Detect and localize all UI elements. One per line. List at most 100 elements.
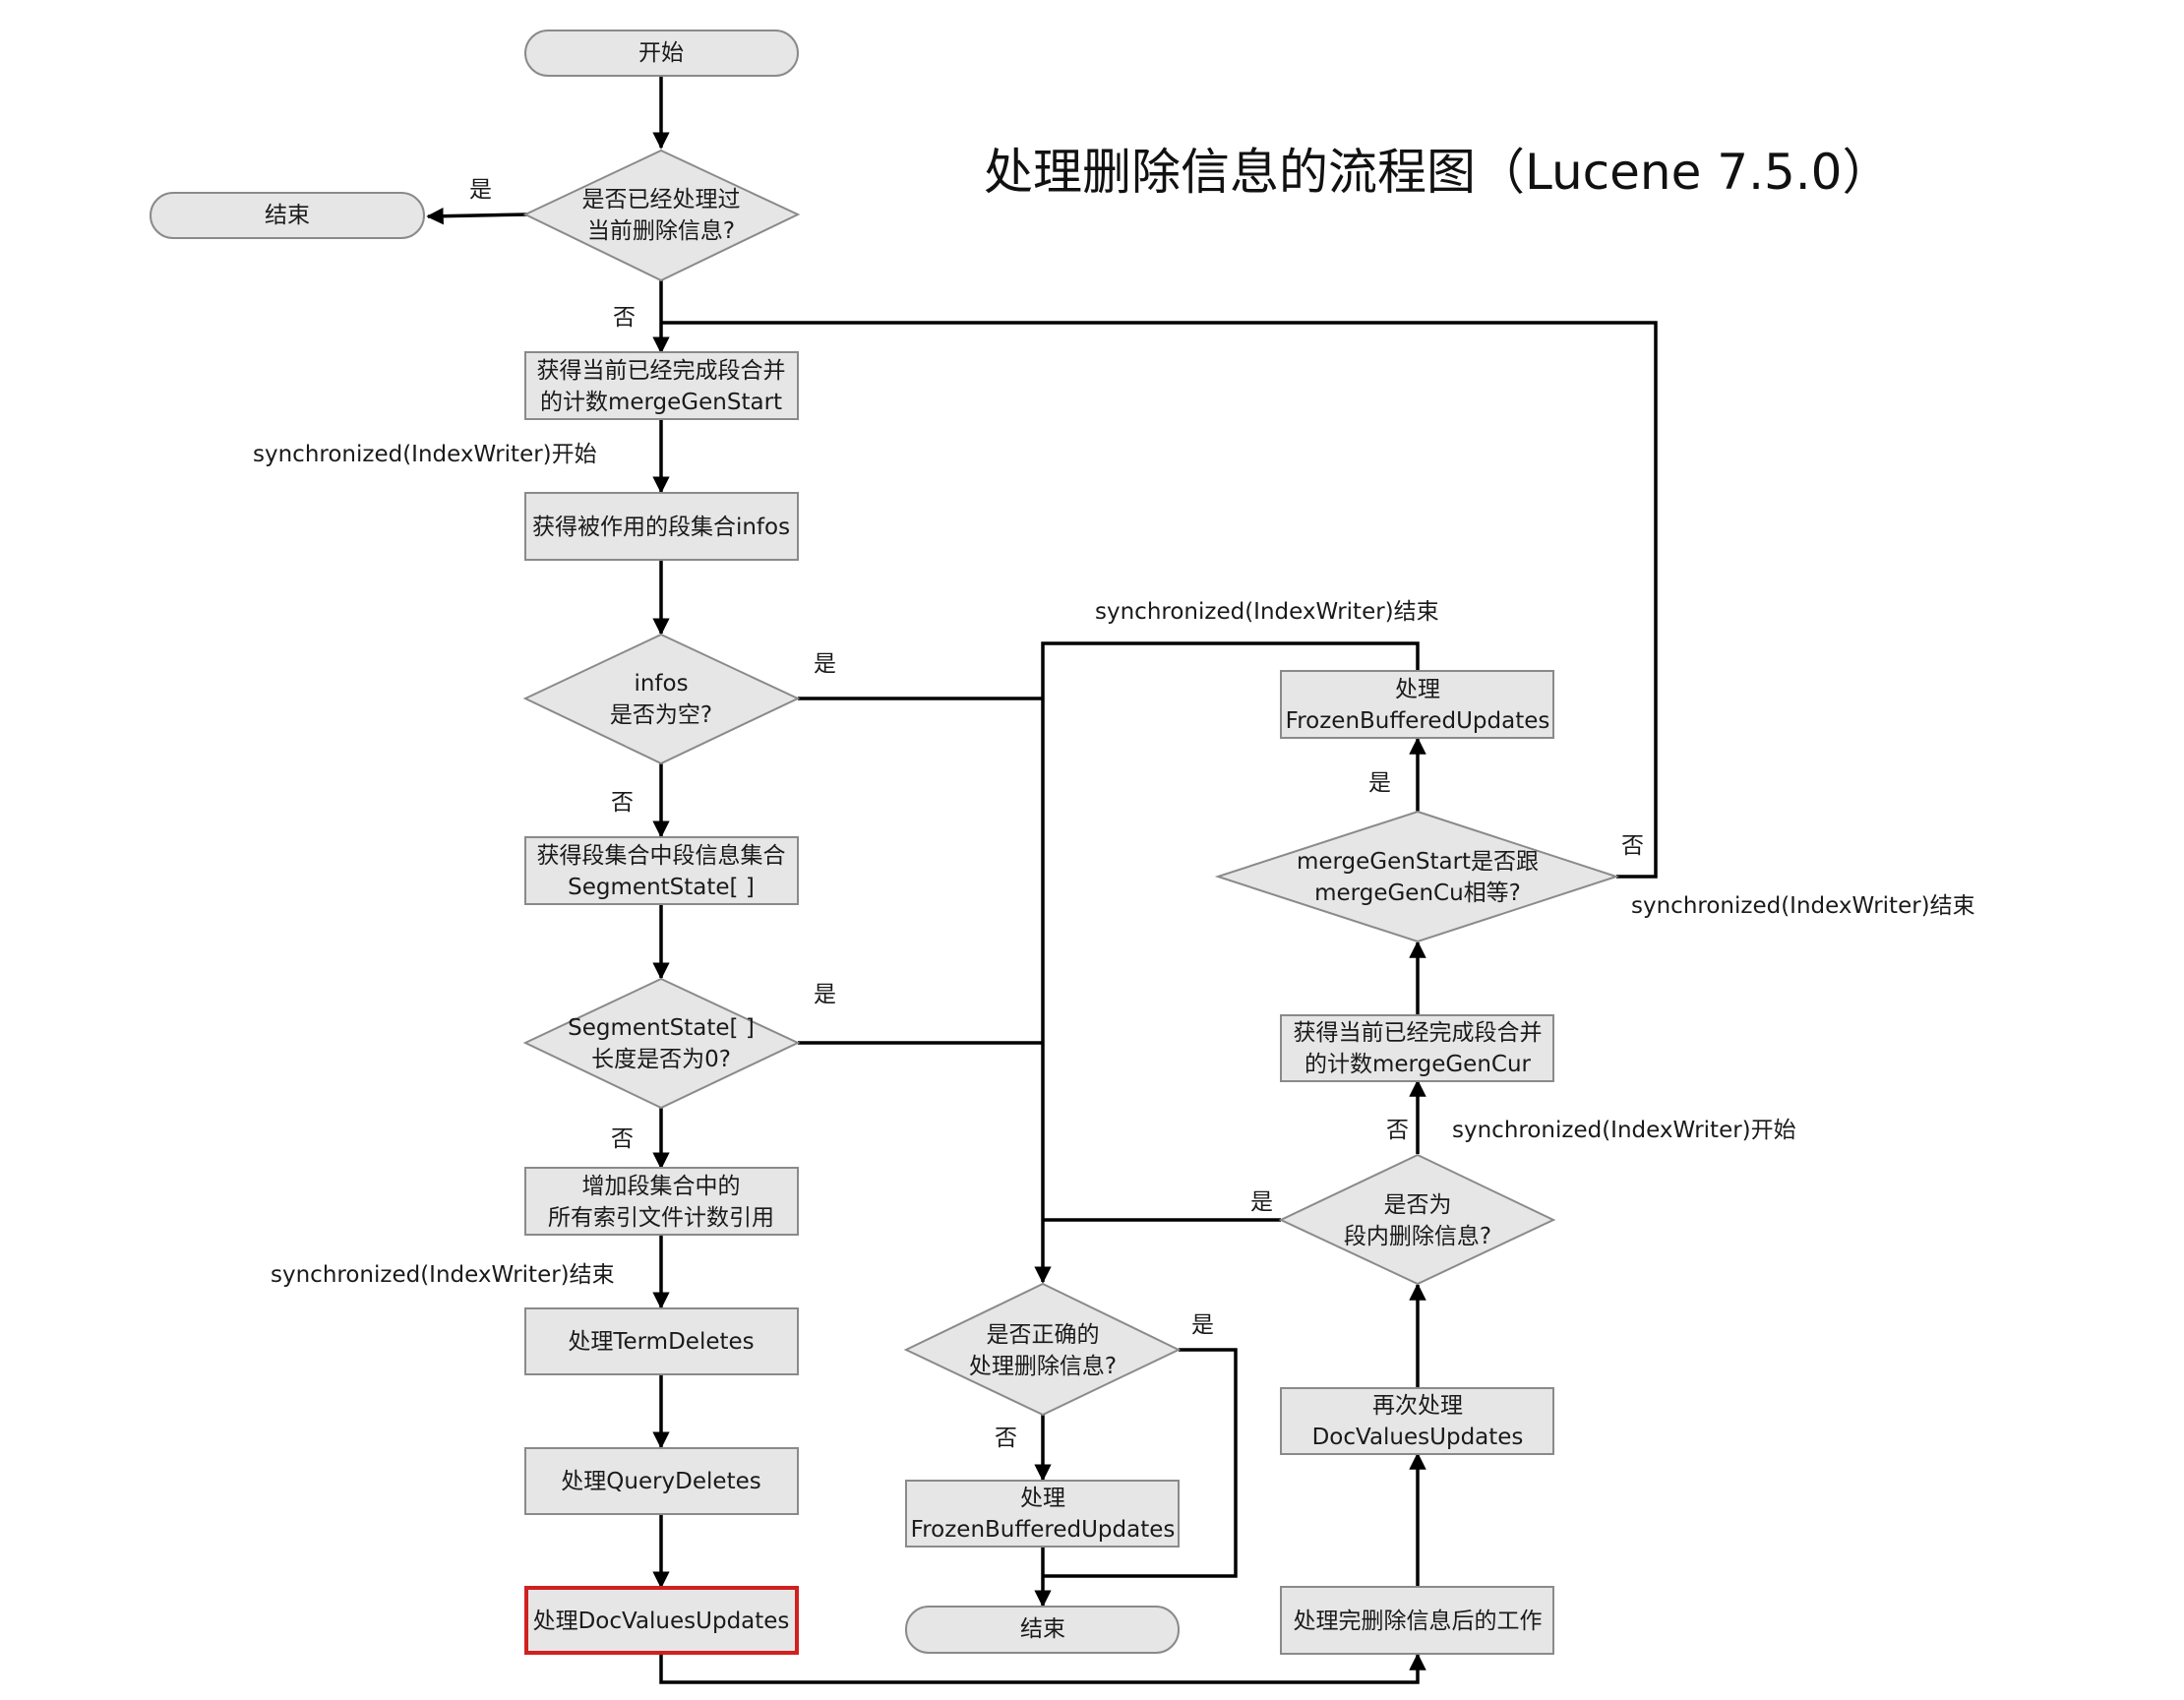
q-merge-equal-line-1: mergeGenStart是否跟: [1297, 849, 1539, 875]
get-segstate-line-1: 获得段集合中段信息集合: [537, 843, 786, 869]
process-term-deletes-label: 处理TermDeletes: [568, 1329, 754, 1355]
process-get-merge-start: [524, 351, 799, 420]
process-term-deletes: [524, 1307, 799, 1375]
process-get-merge-cur-label: 获得当前已经完成段合并的计数mergeGenCur: [1294, 1020, 1543, 1077]
get-infos-line-1: 获得被作用的段集合infos: [532, 515, 790, 540]
frozen-right-line-2: FrozenBufferedUpdates: [1286, 708, 1550, 734]
decision-seg-private-label: 是否为段内删除信息?: [1344, 1192, 1491, 1249]
process-query-deletes-label: 处理QueryDeletes: [561, 1469, 760, 1494]
process-get-merge-cur: [1280, 1014, 1554, 1082]
frozen-mid-line-1: 处理: [1020, 1486, 1065, 1511]
decision-infos-empty-label: infos 是否为空?: [610, 671, 712, 728]
start-line-1: 开始: [638, 40, 684, 66]
query-deletes-line-1: 处理QueryDeletes: [561, 1469, 760, 1494]
inc-refs-line-2: 所有索引文件计数引用: [548, 1205, 774, 1231]
end-terminal-top: [150, 192, 425, 239]
label-yes-correct: 是: [1191, 1312, 1214, 1338]
decision-processed-label: 是否已经处理过当前删除信息?: [582, 187, 741, 244]
process-redo-docvalues: [1280, 1387, 1554, 1455]
q-segstate-len-line-1: SegmentState[ ]: [568, 1015, 755, 1041]
edge-frozen-to-correct-check: [1034, 641, 1420, 1284]
decision-merge-equal-label: mergeGenStart是否跟 mergeGenCu相等?: [1297, 849, 1539, 906]
label-sync-end-left: synchronized(IndexWriter)结束: [271, 1262, 615, 1288]
q-infos-empty-line-2: 是否为空?: [610, 702, 712, 728]
decision-segstate-length: [522, 977, 801, 1110]
label-yes-infos: 是: [814, 651, 836, 677]
edge-correct-yes-to-end: [1043, 1348, 1238, 1578]
decision-merge-equal: [1214, 810, 1620, 943]
end-mid-line-1: 结束: [1020, 1616, 1065, 1642]
q-correct-line-2: 处理删除信息?: [969, 1354, 1117, 1379]
get-segstate-line-2: SegmentState[ ]: [568, 875, 755, 900]
q-segstate-len-line-2: 长度是否为0?: [591, 1047, 731, 1072]
label-no-merge-equal: 否: [1621, 833, 1644, 859]
label-yes-processed: 是: [469, 177, 492, 203]
process-docvalues-label: 处理DocValuesUpdates: [533, 1609, 790, 1634]
label-sync-start-1: synchronized(IndexWriter)开始: [253, 442, 597, 467]
process-get-segstate: [524, 836, 799, 905]
process-redo-docvalues-label: 再次处理 DocValuesUpdates: [1312, 1393, 1524, 1450]
end-top-line-1: 结束: [265, 203, 310, 228]
edge-labels: 是 否 synchronized(IndexWriter)开始 是 否 sync…: [253, 177, 1975, 1451]
term-deletes-line-1: 处理TermDeletes: [568, 1329, 754, 1355]
decision-processed: [522, 149, 801, 282]
get-merge-start-line-1: 获得当前已经完成段合并: [537, 358, 786, 384]
process-docvalues-highlighted: [524, 1586, 799, 1655]
process-inc-refs-label: 增加段集合中的所有索引文件计数引用: [548, 1174, 774, 1231]
after-work-line-1: 处理完删除信息后的工作: [1294, 1609, 1543, 1634]
process-get-merge-start-label: 获得当前已经完成段合并的计数mergeGenStart: [537, 358, 786, 415]
redo-docvalues-line-1: 再次处理: [1372, 1393, 1463, 1419]
label-yes-merge-equal: 是: [1368, 770, 1391, 796]
decision-segstate-length-label: SegmentState[ ] 长度是否为0?: [568, 1015, 755, 1072]
process-inc-refs: [524, 1167, 799, 1236]
decision-infos-empty: [522, 633, 801, 765]
label-sync-start-2: synchronized(IndexWriter)开始: [1452, 1118, 1796, 1143]
label-yes-seg-private: 是: [1250, 1189, 1273, 1215]
process-after-work: [1280, 1586, 1554, 1655]
label-sync-end-right: synchronized(IndexWriter)结束: [1631, 893, 1975, 919]
label-no-segstate: 否: [611, 1126, 634, 1152]
edges: [426, 77, 1658, 1684]
frozen-right-line-1: 处理: [1395, 677, 1440, 702]
process-frozen-right: [1280, 670, 1554, 739]
process-get-infos: [524, 492, 799, 561]
get-merge-cur-line-1: 获得当前已经完成段合并: [1294, 1020, 1543, 1046]
process-frozen-right-label: 处理 FrozenBufferedUpdates: [1286, 677, 1550, 734]
process-after-work-label: 处理完删除信息后的工作: [1294, 1609, 1543, 1634]
edge-docvalues-to-after-work: [659, 1653, 1426, 1684]
q-correct-line-1: 是否正确的: [987, 1322, 1100, 1348]
edge-equal-no-loop-back: [661, 321, 1658, 879]
end-mid-label: 结束: [1020, 1616, 1065, 1642]
process-get-segstate-label: 获得段集合中段信息集合 SegmentState[ ]: [537, 843, 786, 900]
edge-processed-yes-to-end: [426, 207, 528, 225]
end-terminal-mid: [905, 1606, 1180, 1654]
q-seg-private-line-2: 段内删除信息?: [1344, 1224, 1491, 1249]
q-processed-line-2: 当前删除信息?: [587, 218, 735, 244]
label-yes-segstate: 是: [814, 982, 836, 1007]
process-query-deletes: [524, 1447, 799, 1515]
label-sync-end-top: synchronized(IndexWriter)结束: [1095, 599, 1439, 625]
diagram-title: 处理删除信息的流程图（Lucene 7.5.0）: [984, 144, 1892, 201]
nodes: 开始 结束 结束 是否已经处理过当前删除信息? infos 是否为空? Segme…: [150, 30, 1620, 1655]
decision-correct: [903, 1282, 1182, 1417]
process-frozen-mid-label: 处理 FrozenBufferedUpdates: [911, 1486, 1176, 1543]
label-no-correct: 否: [995, 1426, 1017, 1451]
end-top-label: 结束: [265, 203, 310, 228]
get-merge-start-line-2: 的计数mergeGenStart: [540, 390, 782, 415]
redo-docvalues-line-2: DocValuesUpdates: [1312, 1425, 1524, 1450]
get-merge-cur-line-2: 的计数mergeGenCur: [1304, 1052, 1532, 1077]
label-no-processed: 否: [613, 305, 636, 331]
frozen-mid-line-2: FrozenBufferedUpdates: [911, 1517, 1176, 1543]
process-get-infos-label: 获得被作用的段集合infos: [532, 515, 790, 540]
decision-seg-private: [1278, 1153, 1556, 1286]
q-infos-empty-line-1: infos: [634, 671, 688, 697]
start-terminal: [524, 30, 799, 77]
process-frozen-mid: [905, 1480, 1180, 1548]
q-merge-equal-line-2: mergeGenCu相等?: [1314, 880, 1521, 906]
q-seg-private-line-1: 是否为: [1384, 1192, 1452, 1218]
label-no-seg-private: 否: [1386, 1118, 1409, 1143]
label-no-infos: 否: [611, 790, 634, 816]
start-label: 开始: [638, 40, 684, 66]
